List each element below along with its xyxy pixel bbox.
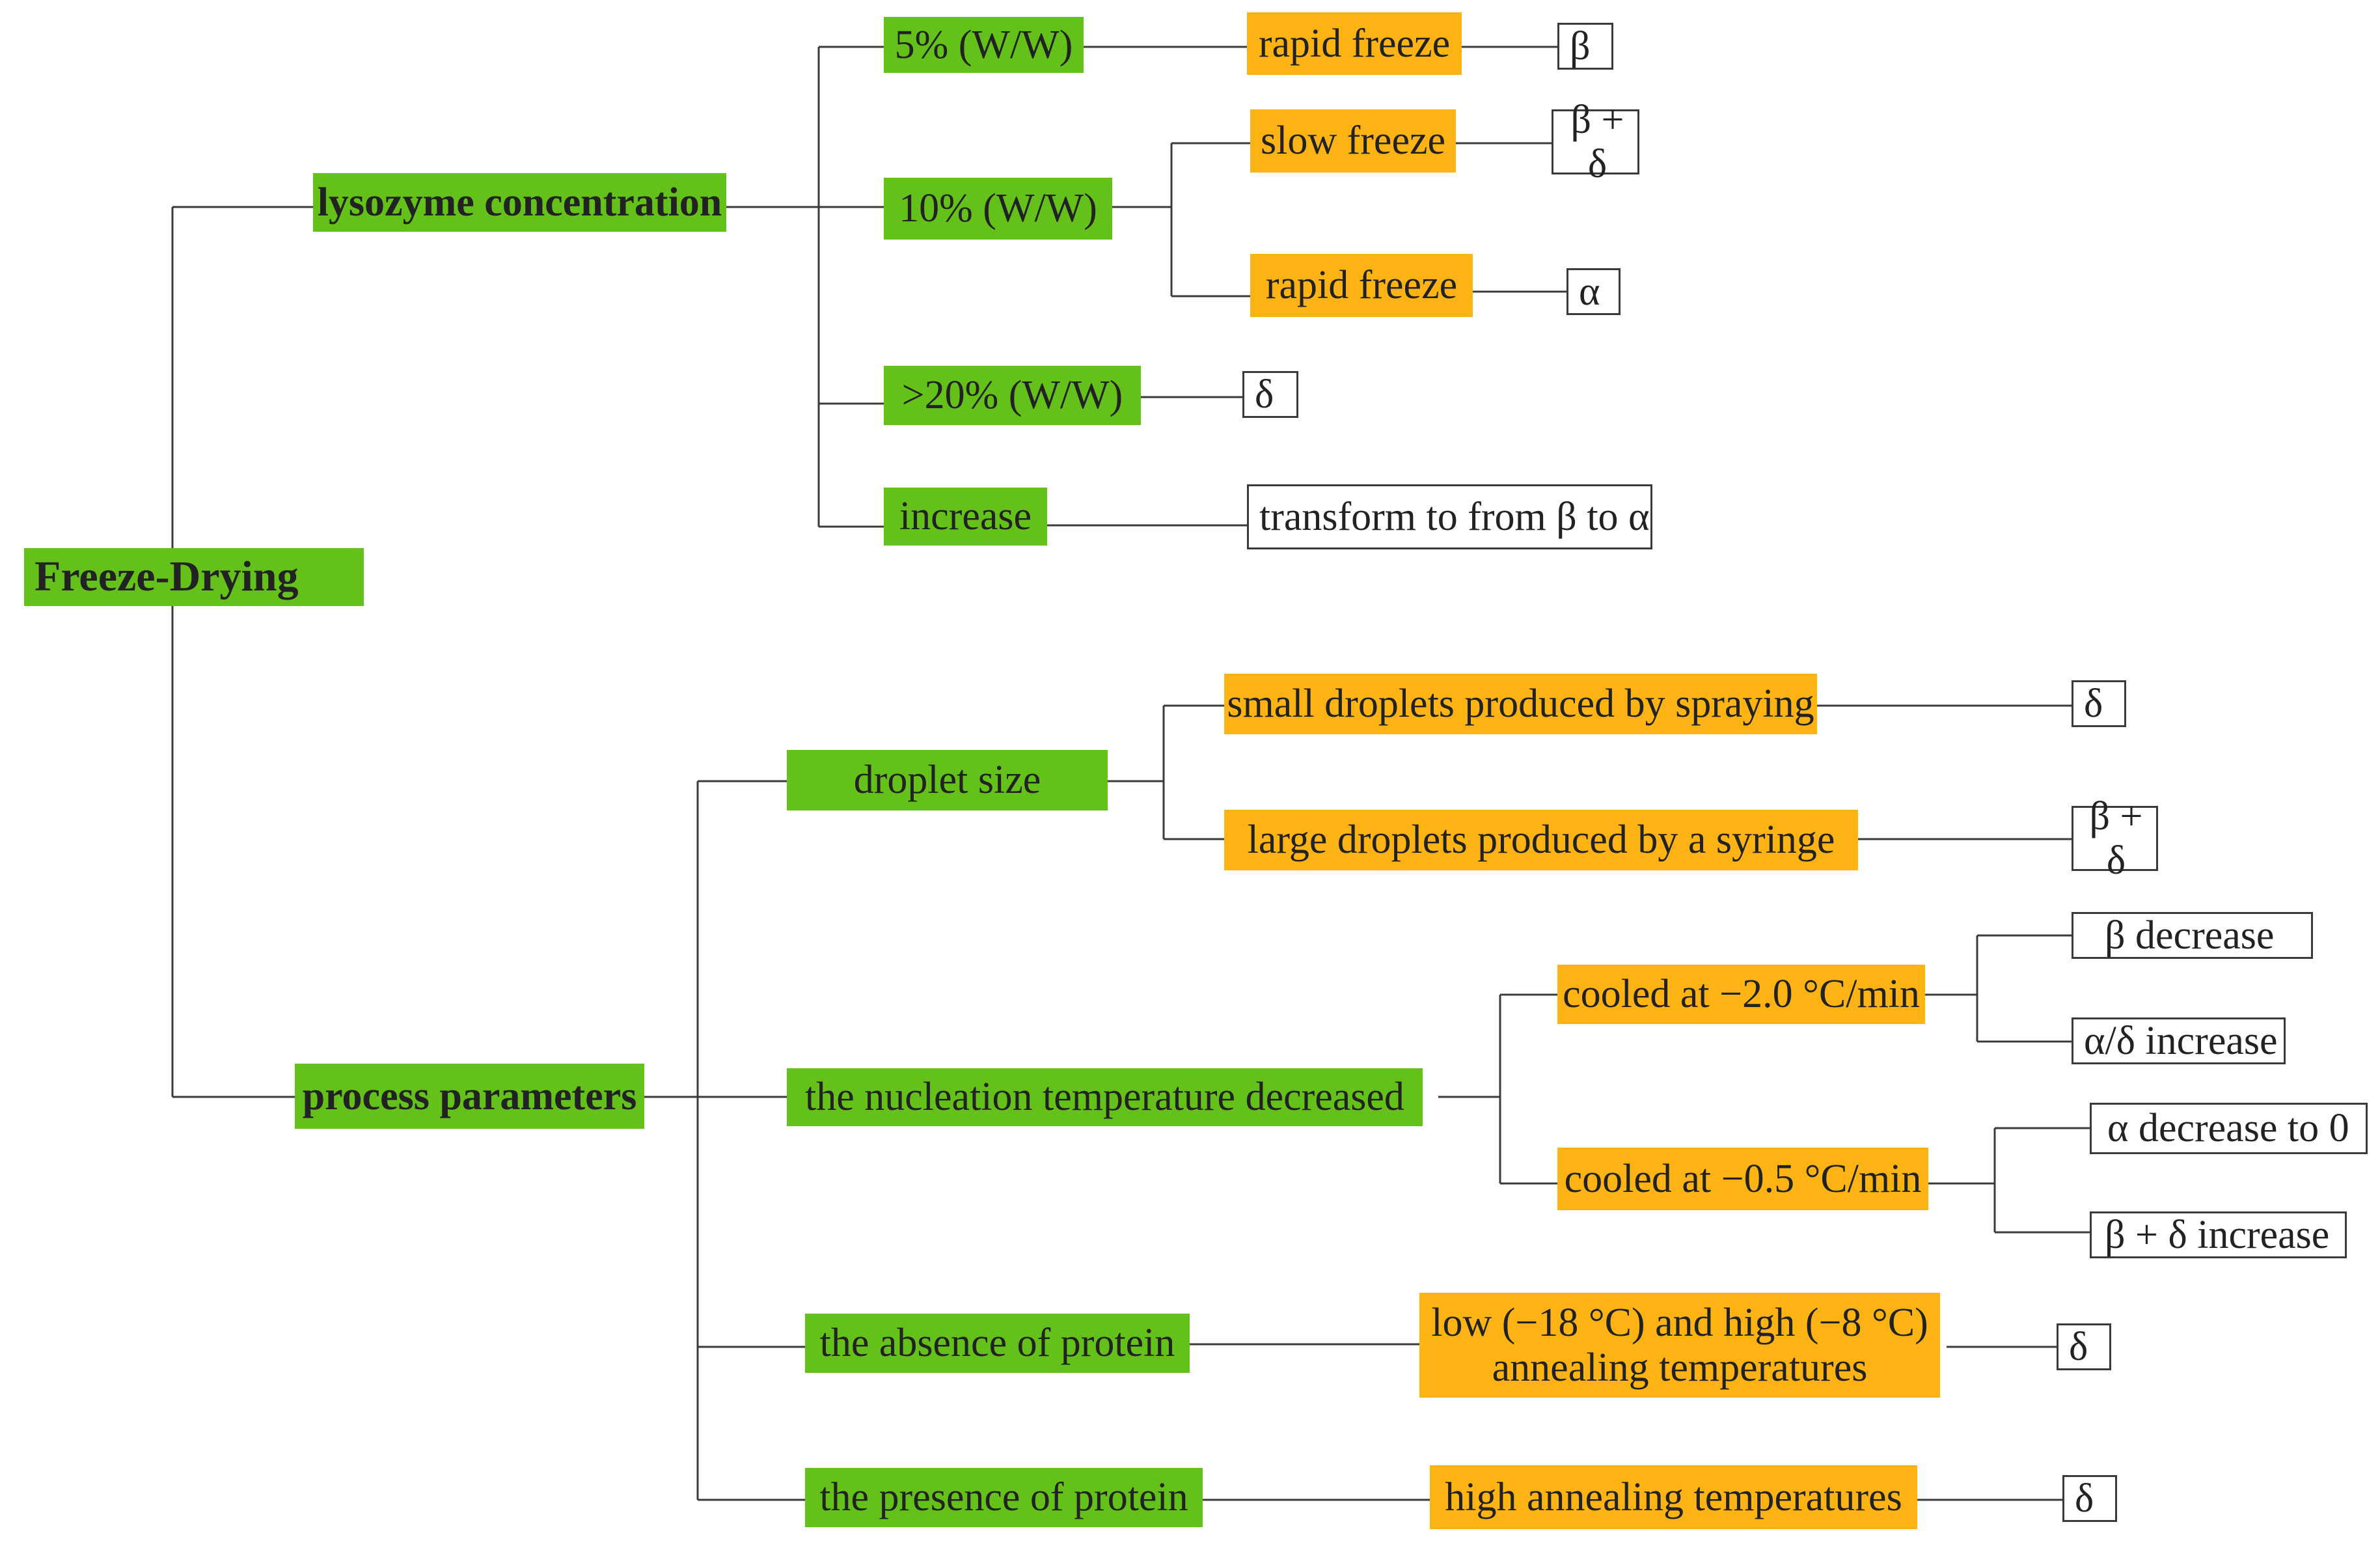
outcome-beta-delta: β + δ (1552, 98, 1639, 186)
method-small-droplets: small droplets produced by spraying (1224, 674, 1817, 734)
category-process-parameters: process parameters (295, 1064, 644, 1129)
method-rapid-freeze-1: rapid freeze (1247, 12, 1462, 75)
outcome-delta-high-annealing: δ (2062, 1475, 2117, 1522)
category-lysozyme-concentration: lysozyme concentration (313, 173, 726, 232)
outcome-beta-delta-large-droplets: β + δ (2072, 794, 2158, 883)
condition-10-percent: 10% (W/W) (884, 178, 1112, 240)
outcome-alpha-delta-increase: α/δ increase (2072, 1017, 2286, 1064)
condition-droplet-size: droplet size (787, 750, 1108, 810)
condition-5-percent: 5% (W/W) (884, 17, 1084, 73)
outcome-delta-low-high-annealing: δ (2057, 1323, 2111, 1370)
method-high-annealing: high annealing temperatures (1430, 1465, 1917, 1529)
method-large-droplets: large droplets produced by a syringe (1224, 810, 1858, 870)
outcome-beta: β (1557, 23, 1613, 70)
method-rapid-freeze-2: rapid freeze (1250, 254, 1473, 317)
outcome-beta-decrease: β decrease (2072, 912, 2313, 959)
method-slow-freeze: slow freeze (1250, 109, 1456, 173)
root-node: Freeze-Drying (24, 548, 364, 606)
method-cooled-0-5: cooled at −0.5 °C/min (1557, 1148, 1928, 1210)
outcome-transform-beta-to-alpha: transform to from β to α (1247, 484, 1652, 549)
method-cooled-2-0: cooled at −2.0 °C/min (1557, 965, 1925, 1024)
outcome-alpha: α (1566, 268, 1621, 315)
outcome-beta-delta-increase: β + δ increase (2090, 1211, 2347, 1258)
condition-absence-of-protein: the absence of protein (805, 1314, 1190, 1373)
method-low-high-annealing: low (−18 °C) and high (−8 °C) annealing … (1419, 1293, 1940, 1398)
outcome-delta-small-droplets: δ (2072, 680, 2126, 727)
outcome-alpha-decrease-to-0: α decrease to 0 (2090, 1103, 2368, 1154)
condition-nucleation-temperature: the nucleation temperature decreased (787, 1068, 1423, 1126)
outcome-delta: δ (1242, 371, 1298, 418)
condition-increase: increase (884, 488, 1047, 546)
condition-20-percent: >20% (W/W) (884, 366, 1141, 425)
condition-presence-of-protein: the presence of protein (805, 1468, 1203, 1527)
